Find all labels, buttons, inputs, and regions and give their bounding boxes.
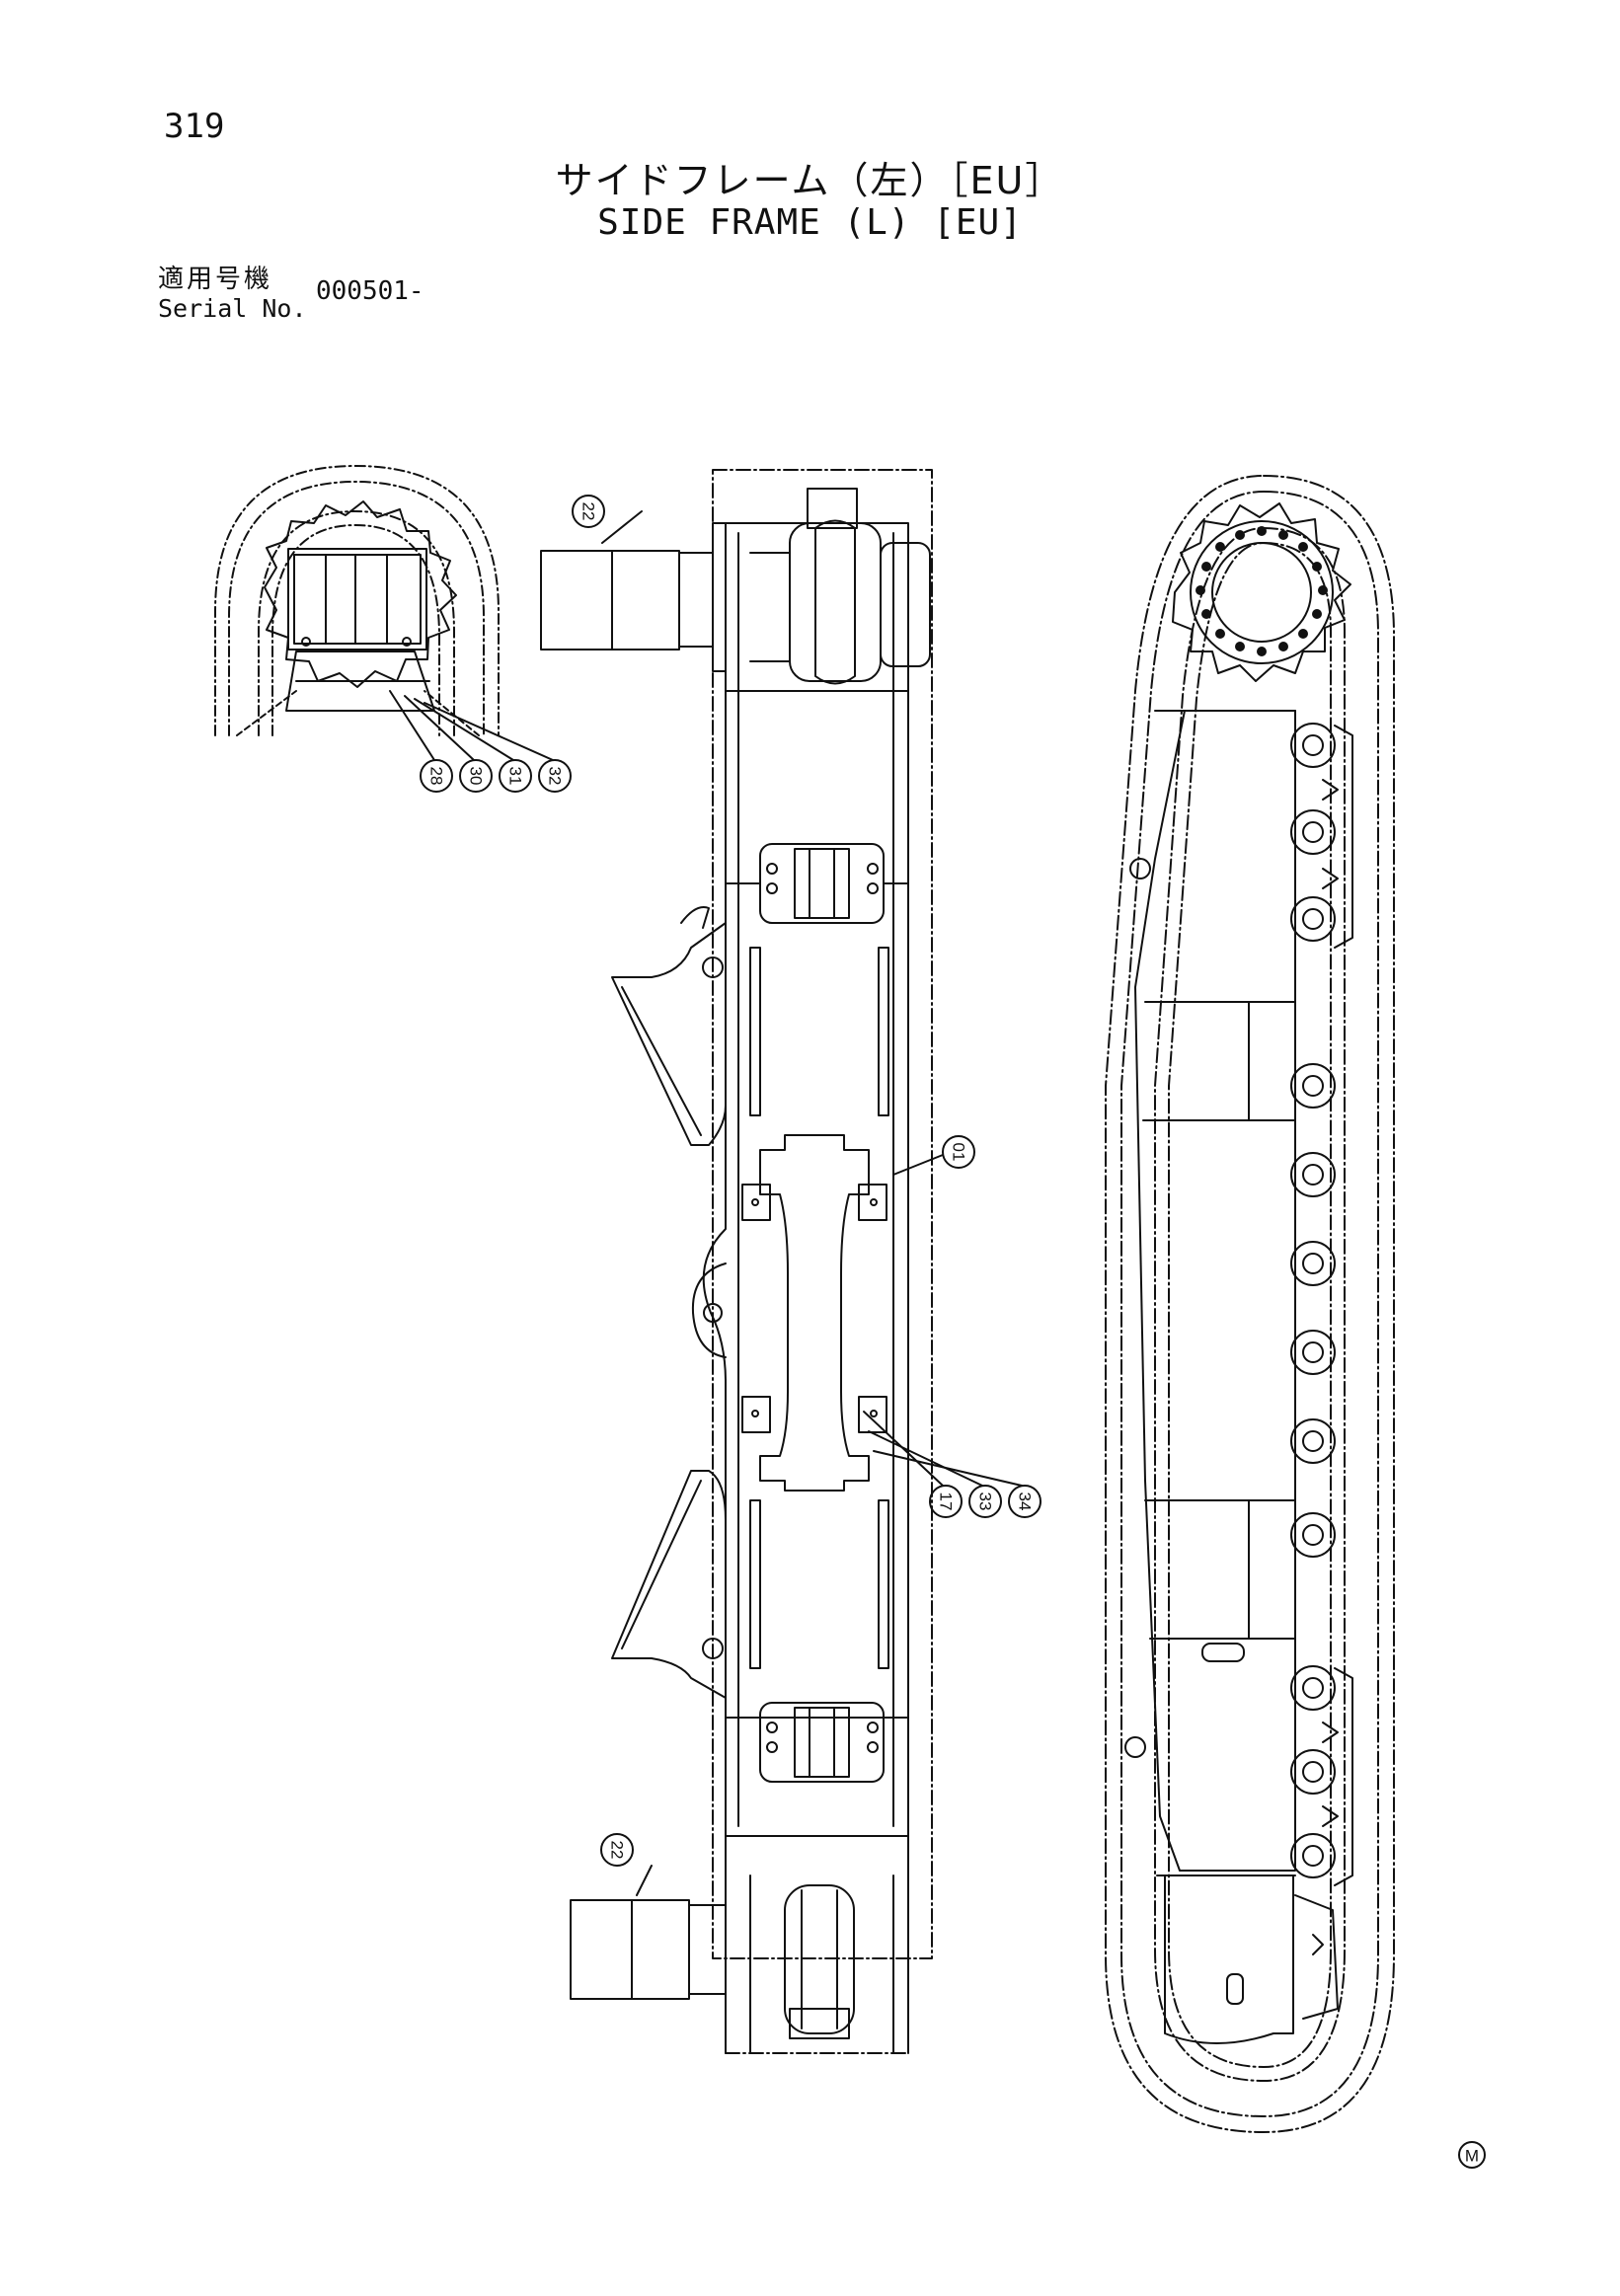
svg-text:34: 34 — [1016, 1492, 1035, 1511]
callout-01: 01 — [942, 1135, 975, 1169]
footer-mark: M — [1458, 2141, 1486, 2169]
svg-text:M: M — [1465, 2147, 1479, 2166]
page-title-japanese: サイドフレーム（左）［EU］ — [555, 159, 1065, 202]
callout-17: 17 — [929, 1485, 963, 1518]
callout-22-top: 22 — [572, 495, 605, 528]
side-frame-elevation-view — [1105, 475, 1395, 2133]
callout-32: 32 — [538, 759, 572, 793]
serial-label-japanese: 適用号機 — [158, 265, 273, 294]
serial-number-value: 000501- — [316, 276, 424, 306]
page-title-english: SIDE FRAME (L) [EU] — [597, 202, 1023, 243]
svg-text:17: 17 — [937, 1492, 956, 1511]
svg-text:33: 33 — [976, 1492, 995, 1511]
callout-31: 31 — [499, 759, 532, 793]
svg-text:22: 22 — [579, 502, 598, 521]
callout-28: 28 — [420, 759, 453, 793]
callout-34: 34 — [1008, 1485, 1041, 1518]
callout-33: 33 — [968, 1485, 1002, 1518]
callout-30: 30 — [459, 759, 493, 793]
svg-text:31: 31 — [506, 767, 525, 786]
track-rollers — [1290, 723, 1336, 1878]
serial-label-english: Serial No. — [158, 294, 307, 323]
callout-22-bottom: 22 — [600, 1833, 634, 1867]
svg-text:28: 28 — [427, 767, 446, 786]
svg-text:30: 30 — [467, 767, 486, 786]
svg-text:22: 22 — [608, 1841, 627, 1860]
side-frame-plan-view — [540, 469, 1023, 2054]
sprocket-detail-view — [214, 465, 554, 761]
sprocket-bolt-ring — [1196, 526, 1328, 656]
svg-text:01: 01 — [950, 1143, 968, 1162]
svg-text:32: 32 — [546, 767, 565, 786]
page-number: 319 — [164, 107, 225, 146]
